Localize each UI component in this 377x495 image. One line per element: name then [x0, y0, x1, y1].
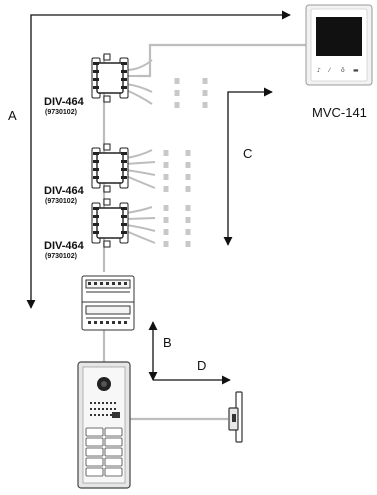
menu-icon: ▬: [353, 67, 359, 74]
divider-1-model: DIV-464: [44, 96, 85, 108]
divider-1: [91, 53, 129, 103]
monitor-screen: [316, 17, 362, 56]
divider-2-model: DIV-464: [44, 185, 85, 197]
label-a: A: [8, 108, 17, 123]
call-buttons: [85, 427, 123, 477]
key-icon: ⁄: [327, 67, 332, 74]
divider-3-code: (9730102): [45, 253, 77, 260]
electric-lock: [228, 391, 243, 443]
label-c: C: [243, 146, 252, 161]
monitor-label: MVC-141: [312, 105, 367, 120]
door-panel: [77, 361, 131, 489]
distance-arrows: [26, 10, 291, 385]
power-supply-unit: [81, 275, 135, 331]
divider-1-code: (9730102): [45, 109, 77, 116]
settings-icon: ō: [341, 67, 345, 74]
divider-2-code: (9730102): [45, 198, 77, 205]
divider-3: [91, 198, 129, 248]
label-b: B: [163, 335, 172, 350]
divider-outputs: [125, 59, 156, 244]
divider-2: [91, 143, 129, 193]
call-icon: ♪: [317, 67, 321, 74]
monitor-device: ♪ ⁄ ō ▬: [305, 4, 373, 86]
arrow-a: [26, 10, 291, 309]
monitor-cable: [137, 43, 306, 78]
arrow-c: [223, 87, 273, 246]
label-d: D: [197, 358, 206, 373]
dashed-extensions: [163, 78, 208, 248]
speaker-grille: [90, 402, 116, 416]
divider-3-model: DIV-464: [44, 240, 85, 252]
